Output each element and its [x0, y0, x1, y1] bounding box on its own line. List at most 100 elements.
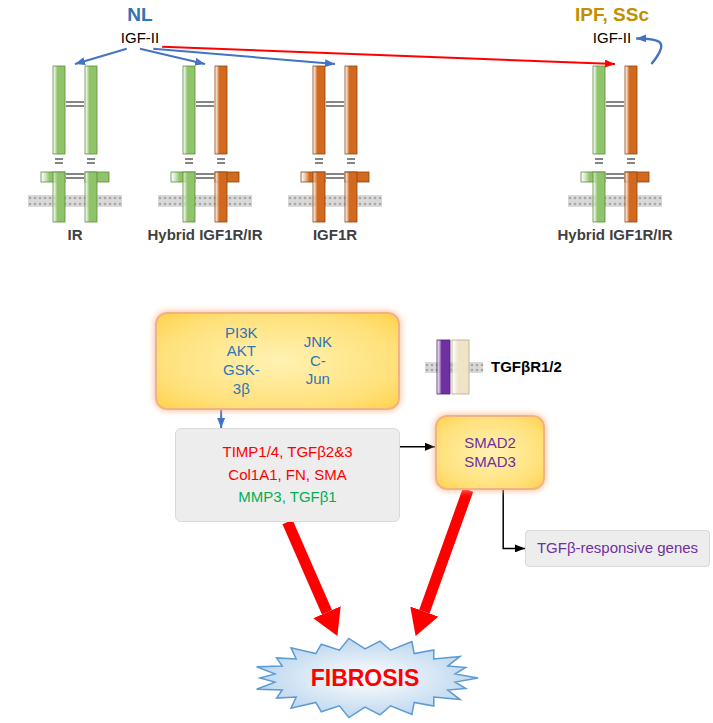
membrane-bead — [359, 203, 362, 206]
membrane-bead — [29, 203, 32, 206]
connector-arrow — [636, 38, 661, 64]
membrane-bead — [644, 197, 647, 200]
membrane-bead — [74, 203, 77, 206]
membrane-bead — [104, 203, 107, 206]
membrane-bead — [329, 203, 332, 206]
disulfide-bond — [196, 177, 214, 178]
node-text: SMAD2 SMAD3 — [464, 434, 516, 472]
membrane-bead — [426, 369, 429, 372]
membrane-bead — [649, 203, 652, 206]
membrane-bead — [99, 197, 102, 200]
receptor: IGF1R — [270, 64, 400, 245]
connector-arrow — [400, 446, 435, 448]
node-text: IR — [10, 226, 140, 245]
burst-outline — [257, 638, 478, 717]
membrane-bead — [289, 203, 292, 206]
membrane-bead — [159, 197, 162, 200]
ligand-label: IGF-II — [118, 28, 162, 49]
membrane-bead — [69, 197, 72, 200]
receptor: Hybrid IGF1R/IR — [140, 64, 270, 245]
receptor: IR — [10, 64, 140, 245]
disulfide-bond — [627, 158, 635, 159]
membrane-bead — [476, 369, 479, 372]
membrane-bead — [119, 197, 122, 200]
membrane-bead — [619, 203, 622, 206]
membrane — [568, 195, 662, 207]
membrane-bead — [244, 203, 247, 206]
membrane-bead — [294, 203, 297, 206]
node-text: IGF1R — [270, 226, 400, 245]
membrane — [28, 195, 122, 207]
membrane-bead — [584, 203, 587, 206]
connector-arrow — [503, 490, 525, 548]
membrane-bead — [476, 364, 479, 367]
membrane-bead — [249, 197, 252, 200]
node-text: JNK C-Jun — [304, 333, 332, 389]
receptor-chain — [625, 66, 637, 154]
membrane-bead — [589, 203, 592, 206]
disulfide-bond — [217, 162, 225, 163]
connector-arrow — [153, 49, 335, 64]
node-text: FIBROSIS — [311, 664, 420, 693]
membrane-bead — [294, 197, 297, 200]
membrane-bead — [654, 197, 657, 200]
membrane-bead — [654, 203, 657, 206]
block-arrow — [288, 522, 327, 612]
gene-box: TGFβ-responsive genes — [525, 530, 710, 567]
membrane-bead — [574, 197, 577, 200]
group-heading: IPF, SSc — [575, 4, 649, 26]
disulfide-bond — [196, 101, 214, 102]
disulfide-bond — [326, 173, 344, 174]
receptor-chain — [593, 66, 605, 154]
disulfide-bond — [55, 158, 63, 159]
membrane-bead — [79, 197, 82, 200]
disulfide-bond — [55, 162, 63, 163]
membrane-bead — [369, 197, 372, 200]
membrane-bead — [374, 203, 377, 206]
disulfide-bond — [326, 105, 344, 106]
disulfide-bond — [595, 162, 603, 163]
membrane-bead — [639, 203, 642, 206]
membrane-bead — [234, 197, 237, 200]
membrane-bead — [44, 197, 47, 200]
block-arrow — [424, 490, 468, 612]
membrane-bead — [379, 197, 382, 200]
membrane-bead — [109, 203, 112, 206]
membrane-bead — [229, 197, 232, 200]
node-text: Hybrid IGF1R/IR — [140, 226, 270, 245]
receptor-chain — [345, 66, 357, 154]
membrane-bead — [79, 203, 82, 206]
tgfb-receptor-drawing — [425, 338, 485, 396]
membrane-bead — [369, 203, 372, 206]
disulfide-bond — [347, 158, 355, 159]
receptor-chain — [215, 66, 227, 154]
membrane-bead — [29, 197, 32, 200]
membrane — [158, 195, 252, 207]
membrane-bead — [339, 203, 342, 206]
membrane-bead — [569, 197, 572, 200]
disulfide-bond — [196, 105, 214, 106]
disulfide-bond — [217, 158, 225, 159]
receptor-drawing — [140, 64, 270, 224]
membrane-bead — [574, 203, 577, 206]
membrane-bead — [614, 203, 617, 206]
membrane-bead — [209, 197, 212, 200]
disulfide-bond — [66, 173, 84, 174]
membrane-bead — [659, 197, 662, 200]
tgfb-receptor: TGFβR1/2 — [425, 338, 562, 396]
receptor-chain — [183, 66, 195, 154]
membrane-bead — [99, 203, 102, 206]
membrane-bead — [169, 197, 172, 200]
membrane-bead — [169, 203, 172, 206]
membrane-bead — [426, 364, 429, 367]
membrane-bead — [334, 197, 337, 200]
node-text: TGFβR1/2 — [491, 358, 562, 377]
membrane-bead — [179, 197, 182, 200]
disulfide-bond — [315, 158, 323, 159]
membrane-bead — [299, 197, 302, 200]
membrane-bead — [109, 197, 112, 200]
node-text: Hybrid IGF1R/IR — [550, 226, 680, 245]
receptor-chain — [85, 172, 97, 222]
membrane-bead — [334, 203, 337, 206]
membrane-bead — [609, 197, 612, 200]
